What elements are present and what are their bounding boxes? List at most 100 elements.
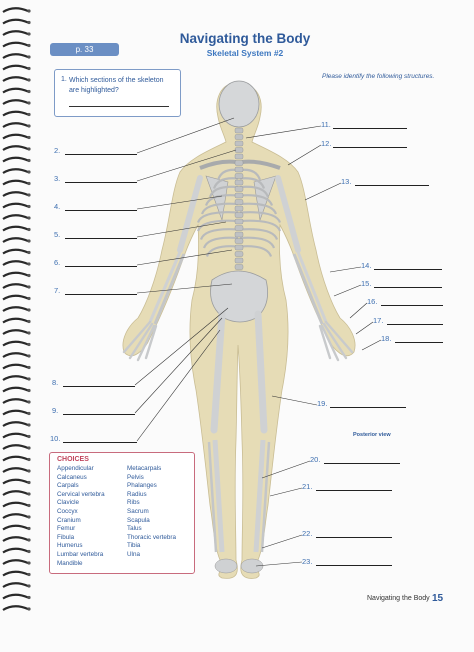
answer-line-2[interactable] xyxy=(65,154,137,155)
answer-line-14[interactable] xyxy=(374,269,442,270)
answer-line-17[interactable] xyxy=(387,324,443,325)
fibula-left xyxy=(207,441,218,553)
answer-line-3[interactable] xyxy=(65,182,137,183)
spiral-coil xyxy=(2,214,29,220)
binding-hole xyxy=(27,538,31,542)
answer-line-12[interactable] xyxy=(333,147,407,148)
answer-line-15[interactable] xyxy=(374,287,442,288)
binding-hole xyxy=(27,308,31,312)
page-title: Navigating the Body xyxy=(179,31,311,46)
label-6: 6. xyxy=(54,258,61,267)
answer-line-10[interactable] xyxy=(63,442,137,443)
binding-hole xyxy=(27,584,31,588)
spiral-coil xyxy=(2,271,29,278)
binding-hole xyxy=(27,549,31,554)
vertebra xyxy=(234,192,244,199)
leader-line xyxy=(349,302,368,319)
rib xyxy=(239,236,276,249)
answer-line-18[interactable] xyxy=(395,342,443,343)
clavicle-left xyxy=(199,159,237,170)
label-16: 16. xyxy=(367,297,378,306)
answer-line-19[interactable] xyxy=(330,407,406,408)
vertebra xyxy=(234,212,244,218)
spiral-coil xyxy=(2,248,29,255)
spiral-coil xyxy=(2,467,29,473)
spiral-coil xyxy=(2,145,29,151)
choice-item: Fibula xyxy=(57,533,75,541)
spiral-coil xyxy=(2,421,29,427)
label-22: 22. xyxy=(302,529,313,538)
binding-hole xyxy=(27,216,31,220)
binding-hole xyxy=(27,239,31,243)
answer-line-23[interactable] xyxy=(316,565,392,566)
binding-hole xyxy=(27,503,31,508)
answer-line-13[interactable] xyxy=(355,185,429,186)
label-23: 23. xyxy=(302,557,313,566)
rib xyxy=(239,194,274,206)
answer-line-22[interactable] xyxy=(316,537,392,538)
femur-left xyxy=(210,310,226,434)
vertebra xyxy=(234,205,244,212)
binding-hole xyxy=(27,43,31,48)
leader-line xyxy=(361,339,382,351)
answer-line-21[interactable] xyxy=(316,490,392,491)
answer-line-9[interactable] xyxy=(63,414,135,415)
label-14: 14. xyxy=(361,261,372,270)
vertebra xyxy=(234,231,244,238)
binding-hole xyxy=(27,170,31,174)
spiral-coil xyxy=(2,490,29,496)
spiral-coil xyxy=(2,294,29,301)
spiral-coil xyxy=(2,202,29,209)
label-12: 12. xyxy=(321,139,332,148)
answer-line-4[interactable] xyxy=(65,210,137,211)
binding-hole xyxy=(27,492,31,496)
choice-item: Appendicular xyxy=(57,465,94,472)
leader-line xyxy=(355,321,374,335)
spiral-coil xyxy=(2,122,29,128)
label-10: 10. xyxy=(50,434,61,443)
binding-hole xyxy=(27,342,31,347)
question-box: 1. Which sections of the skeleton are hi… xyxy=(54,69,181,117)
fibula-right xyxy=(260,441,271,553)
answer-line-8[interactable] xyxy=(63,386,135,387)
binding-hole xyxy=(27,147,31,151)
answer-line-20[interactable] xyxy=(324,463,400,464)
spiral-coil xyxy=(2,352,29,358)
label-19: 19. xyxy=(317,399,328,408)
answer-line-7[interactable] xyxy=(65,294,137,295)
page-number: 15 xyxy=(432,593,444,604)
binding-hole xyxy=(27,388,31,393)
answer-line-16[interactable] xyxy=(381,305,443,306)
spiral-coil xyxy=(2,53,29,59)
choices-heading: CHOICES xyxy=(57,456,89,463)
spiral-coil xyxy=(2,179,29,186)
vertebra xyxy=(234,225,244,231)
leader-line xyxy=(136,117,235,154)
spiral-coil xyxy=(2,593,29,600)
label-18: 18. xyxy=(381,334,392,343)
skull xyxy=(218,80,260,128)
question-number: 1. xyxy=(61,76,67,83)
choice-item: Thoracic vertebra xyxy=(127,533,176,541)
rib xyxy=(239,211,282,223)
answer-line-1[interactable] xyxy=(69,106,169,107)
vertebra xyxy=(234,166,244,173)
answer-line-5[interactable] xyxy=(65,238,137,239)
hand-left xyxy=(122,320,158,362)
rib xyxy=(239,245,273,257)
ulna-right xyxy=(292,253,324,325)
spiral-coil xyxy=(2,375,29,381)
spiral-coil xyxy=(2,156,29,163)
question-text: Which sections of the skeleton are highl… xyxy=(69,77,164,94)
leader-line xyxy=(134,307,229,386)
choice-item: Talus xyxy=(127,525,142,533)
binding-hole xyxy=(27,469,31,473)
answer-line-6[interactable] xyxy=(65,266,137,267)
choice-item: Mandible xyxy=(57,559,83,567)
answer-line-11[interactable] xyxy=(333,128,407,129)
vertebra xyxy=(234,160,244,166)
rib xyxy=(239,228,279,240)
